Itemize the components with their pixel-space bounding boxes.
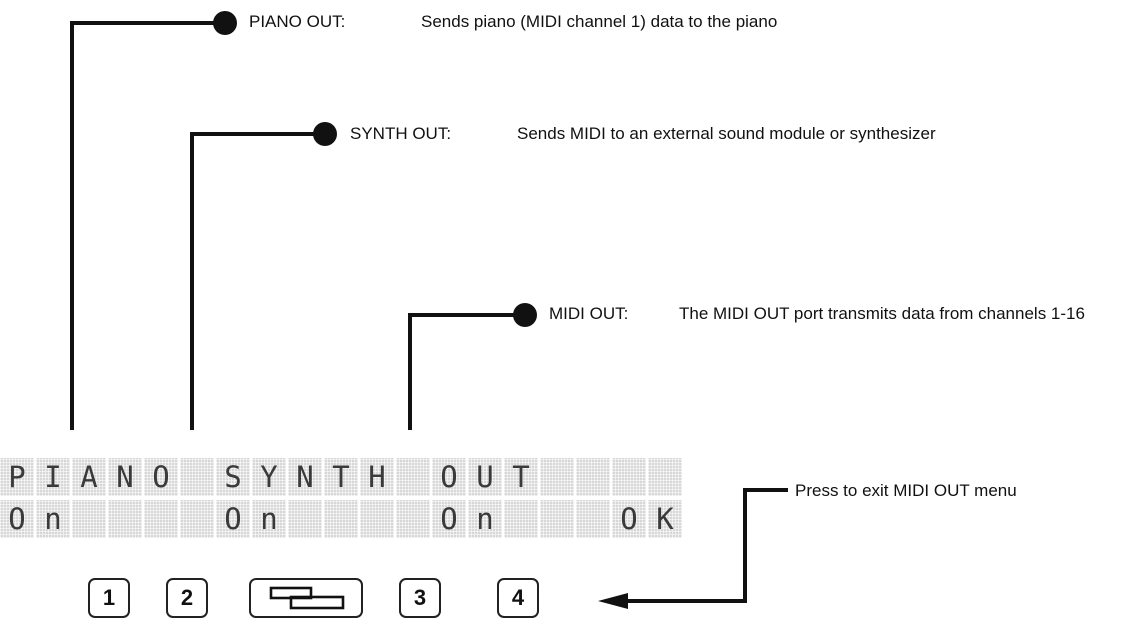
- button-2[interactable]: 2: [166, 578, 208, 618]
- exit-instruction: Press to exit MIDI OUT menu: [795, 481, 1017, 500]
- lcd-char-cell: S: [216, 458, 250, 496]
- midi-out-callout: MIDI OUT: The MIDI OUT port transmits dat…: [549, 302, 1119, 326]
- lcd-char-cell: [540, 500, 574, 538]
- lcd-char-cell: n: [252, 500, 286, 538]
- button-1[interactable]: 1: [88, 578, 130, 618]
- exit-callout: Press to exit MIDI OUT menu: [795, 479, 1017, 503]
- lcd-char-cell: [612, 458, 646, 496]
- lcd-char-cell: K: [648, 500, 682, 538]
- lcd-char-cell: U: [468, 458, 502, 496]
- synth-out-leader: [190, 132, 326, 430]
- piano-out-dot: [213, 11, 237, 35]
- lcd-char-cell: [108, 500, 142, 538]
- lcd-char-cell: [324, 500, 358, 538]
- lcd-char-cell: [648, 458, 682, 496]
- lcd-char-cell: [180, 458, 214, 496]
- page-button[interactable]: [249, 578, 363, 618]
- lcd-char-cell: O: [612, 500, 646, 538]
- exit-leader: [616, 488, 788, 603]
- lcd-char-cell: A: [72, 458, 106, 496]
- midi-out-dot: [513, 303, 537, 327]
- lcd-char-cell: T: [324, 458, 358, 496]
- lcd-char-cell: O: [0, 500, 34, 538]
- synth-out-term: SYNTH OUT:: [350, 124, 452, 143]
- button-4[interactable]: 4: [497, 578, 539, 618]
- lcd-char-cell: [576, 500, 610, 538]
- lcd-char-cell: N: [108, 458, 142, 496]
- lcd-char-cell: [72, 500, 106, 538]
- lcd-char-cell: [288, 500, 322, 538]
- lcd-char-cell: T: [504, 458, 538, 496]
- lcd-char-cell: [396, 500, 430, 538]
- lcd-char-cell: [180, 500, 214, 538]
- lcd-char-cell: O: [144, 458, 178, 496]
- exit-arrowhead: [598, 593, 628, 609]
- button-3[interactable]: 3: [399, 578, 441, 618]
- midi-out-description: The MIDI OUT port transmits data from ch…: [679, 304, 1085, 323]
- piano-out-description: Sends piano (MIDI channel 1) data to the…: [421, 12, 778, 31]
- lcd-char-cell: H: [360, 458, 394, 496]
- lcd-char-cell: O: [432, 458, 466, 496]
- lcd-char-cell: [576, 458, 610, 496]
- synth-out-callout: SYNTH OUT: Sends MIDI to an external soun…: [350, 122, 936, 146]
- lcd-char-cell: Y: [252, 458, 286, 496]
- midi-out-term: MIDI OUT:: [549, 304, 629, 323]
- synth-out-description: Sends MIDI to an external sound module o…: [517, 124, 936, 143]
- lcd-char-cell: [144, 500, 178, 538]
- lcd-char-cell: O: [216, 500, 250, 538]
- lcd-char-cell: n: [468, 500, 502, 538]
- lcd-char-cell: [396, 458, 430, 496]
- page-flip-icon: [269, 586, 345, 610]
- synth-out-dot: [313, 122, 337, 146]
- piano-out-term: PIANO OUT:: [249, 12, 346, 31]
- piano-out-callout: PIANO OUT: Sends piano (MIDI channel 1) d…: [249, 10, 777, 34]
- lcd-char-cell: [540, 458, 574, 496]
- lcd-char-cell: P: [0, 458, 34, 496]
- lcd-char-cell: [504, 500, 538, 538]
- lcd-char-cell: [360, 500, 394, 538]
- lcd-char-cell: n: [36, 500, 70, 538]
- lcd-char-cell: O: [432, 500, 466, 538]
- piano-out-leader: [70, 21, 224, 430]
- lcd-char-cell: I: [36, 458, 70, 496]
- midi-out-leader: [408, 313, 526, 430]
- lcd-char-cell: N: [288, 458, 322, 496]
